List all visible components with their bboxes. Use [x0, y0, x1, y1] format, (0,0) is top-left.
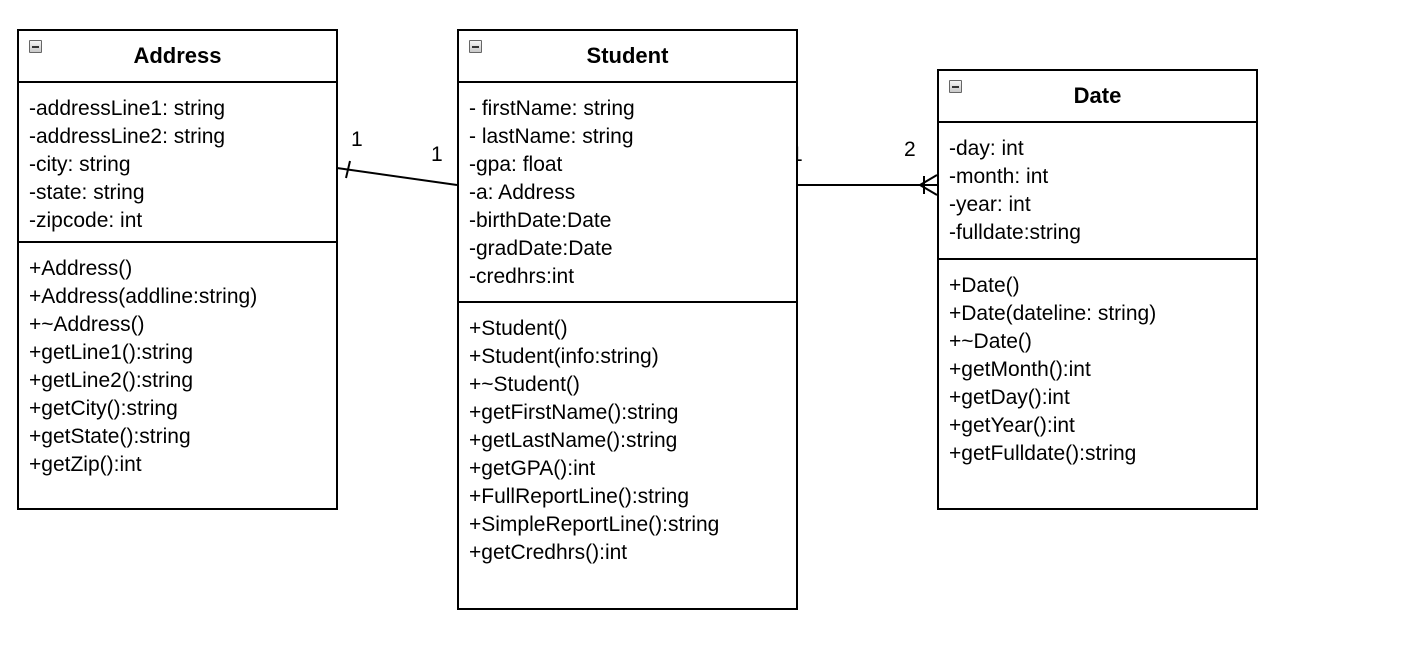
attribute: -month: int — [949, 165, 1049, 188]
method: +getDay():int — [949, 386, 1070, 409]
collapse-icon[interactable] — [469, 40, 482, 53]
attribute: -addressLine1: string — [29, 97, 226, 120]
attribute: -day: int — [949, 137, 1024, 160]
attribute: - firstName: string — [469, 97, 635, 120]
method: +getCity():string — [29, 397, 178, 420]
method: +getLine2():string — [29, 369, 194, 392]
date-class-header: Date — [939, 71, 1256, 123]
method: +getFirstName():string — [469, 401, 679, 424]
attribute: -credhrs:int — [469, 265, 575, 288]
student-class-header: Student — [459, 31, 796, 83]
attribute: -gpa: float — [469, 153, 563, 176]
multiplicity-student-end-left: 1 — [431, 143, 443, 166]
method: +Address(addline:string) — [29, 285, 258, 308]
method: +getFulldate():string — [949, 442, 1137, 465]
crowfoot-lower — [919, 184, 938, 196]
method: +Student(info:string) — [469, 345, 659, 368]
address-class[interactable]: Address -addressLine1: string -addressLi… — [17, 29, 338, 510]
attribute: -year: int — [949, 193, 1031, 216]
attribute: -state: string — [29, 181, 145, 204]
method: +~Student() — [469, 373, 580, 396]
methods-section: +Address() +Address(addline:string) +~Ad… — [19, 241, 336, 485]
attribute: -fulldate:string — [949, 221, 1081, 244]
student-class[interactable]: Student - firstName: string - lastName: … — [457, 29, 798, 610]
method: +Date(dateline: string) — [949, 302, 1157, 325]
attribute: -a: Address — [469, 181, 576, 204]
method: +getMonth():int — [949, 358, 1091, 381]
method: +getCredhrs():int — [469, 541, 628, 564]
attributes-section: -addressLine1: string -addressLine2: str… — [19, 83, 336, 241]
attribute: -city: string — [29, 153, 131, 176]
date-class[interactable]: Date -day: int -month: int -year: int -f… — [937, 69, 1258, 510]
method: +Date() — [949, 274, 1020, 297]
address-student-association[interactable] — [336, 160, 458, 186]
address-class-header: Address — [19, 31, 336, 83]
class-name: Student — [586, 43, 669, 68]
attribute: -zipcode: int — [29, 209, 143, 232]
method: +Student() — [469, 317, 568, 340]
method: +getState():string — [29, 425, 191, 448]
method: +~Address() — [29, 313, 145, 336]
collapse-icon[interactable] — [949, 80, 962, 93]
method: +SimpleReportLine():string — [469, 513, 720, 536]
method: +getZip():int — [29, 453, 142, 476]
attribute: -gradDate:Date — [469, 237, 613, 260]
crowfoot-upper — [919, 174, 938, 186]
class-name: Date — [1073, 83, 1122, 108]
class-name: Address — [133, 43, 222, 68]
attribute: -addressLine2: string — [29, 125, 226, 148]
method: +getLine1():string — [29, 341, 194, 364]
attributes-section: - firstName: string - lastName: string -… — [459, 83, 796, 301]
attribute: - lastName: string — [469, 125, 634, 148]
methods-section: +Student() +Student(info:string) +~Stude… — [459, 301, 796, 573]
attributes-section: -day: int -month: int -year: int -fullda… — [939, 123, 1256, 258]
method: +~Date() — [949, 330, 1032, 353]
one-marker — [345, 160, 351, 179]
attribute: -birthDate:Date — [469, 209, 612, 232]
multiplicity-address-end: 1 — [351, 128, 363, 151]
methods-section: +Date() +Date(dateline: string) +~Date()… — [939, 258, 1256, 474]
multiplicity-date-end: 2 — [904, 138, 916, 161]
collapse-icon[interactable] — [29, 40, 42, 53]
method: +getLastName():string — [469, 429, 678, 452]
method: +getYear():int — [949, 414, 1075, 437]
student-date-association[interactable] — [797, 174, 938, 196]
method: +FullReportLine():string — [469, 485, 690, 508]
method: +getGPA():int — [469, 457, 596, 480]
method: +Address() — [29, 257, 133, 280]
